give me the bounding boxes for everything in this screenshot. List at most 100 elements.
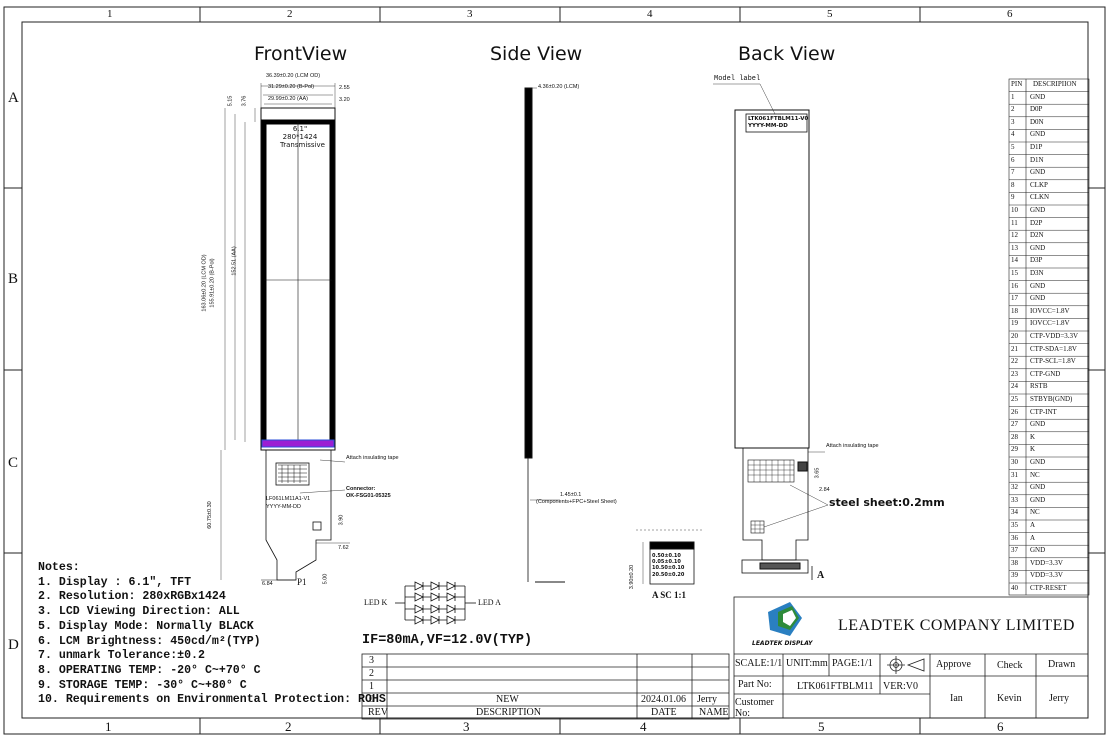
note-9: 9. STORAGE TEMP: -30° C~+80° C xyxy=(38,678,247,692)
pin-description: GND xyxy=(1030,483,1046,492)
pin-number: 16 xyxy=(1011,281,1018,290)
rev-header-rev: REV xyxy=(368,707,388,718)
unit: UNIT:mm xyxy=(786,658,828,669)
pin-description: D1P xyxy=(1030,143,1043,151)
pin-description: K xyxy=(1030,445,1036,454)
version: VER:V0 xyxy=(883,681,918,692)
logo-mark xyxy=(768,602,802,636)
screen-size: 6.1" xyxy=(292,125,308,133)
dim-right-b: 3.20 xyxy=(339,97,350,103)
screen-resolution: 280*1424 xyxy=(282,133,318,141)
pin-number: 10 xyxy=(1011,206,1018,214)
check-name: Kevin xyxy=(997,693,1022,704)
company-name: LEADTEK COMPANY LIMITED xyxy=(838,617,1075,634)
connector-label: Connector: xyxy=(346,486,376,492)
led-a-label: LED A xyxy=(478,598,501,607)
pin-row: 16 GND xyxy=(1009,281,1089,294)
pin-description: GND xyxy=(1030,92,1046,101)
pin-description: A xyxy=(1030,533,1036,542)
section-dim-2: 0.05±0.10 xyxy=(652,559,681,566)
pin-description: CLKP xyxy=(1030,180,1048,189)
pin-description: K xyxy=(1030,432,1036,441)
front-view-outline xyxy=(220,83,350,581)
pin-description: GND xyxy=(1030,168,1046,177)
pin-number: 14 xyxy=(1011,256,1018,265)
screen-label: 6.1" 280*1424 Transmissive xyxy=(280,125,325,149)
section-marker: A xyxy=(817,570,825,581)
pin-description: D0N xyxy=(1030,117,1044,126)
customer-no-label: Customer No: xyxy=(735,697,774,719)
note-7: 7. unmark Tolerance:±0.2 xyxy=(38,649,205,663)
pin-number: 11 xyxy=(1011,218,1018,227)
zone-top-2: 2 xyxy=(287,8,293,20)
pin-description: RSTB xyxy=(1030,382,1048,391)
logo-text: LEADTEK DISPLAY xyxy=(752,640,813,647)
rev-row-2: 2 xyxy=(369,668,374,679)
pin-number: 31 xyxy=(1011,470,1018,479)
model-label-caption: Model label xyxy=(714,75,761,83)
back-attach-label: Attach insulating tape xyxy=(826,443,879,449)
part-no: LTK061FTBLM11 xyxy=(797,681,874,692)
zone-bottom-5: 5 xyxy=(818,719,825,734)
pin-description: D2N xyxy=(1030,231,1044,240)
zone-top-5: 5 xyxy=(827,8,833,20)
pin-number: 8 xyxy=(1011,180,1015,189)
zone-bottom-6: 6 xyxy=(997,719,1004,734)
pin-description: D2P xyxy=(1030,218,1043,227)
part-no-label: Part No: xyxy=(738,679,772,690)
notes-title: Notes: xyxy=(38,561,80,574)
side-thickness: 4.36±0.20 (LCM) xyxy=(538,84,580,90)
front-view-title: FrontView xyxy=(254,43,348,65)
dim-bpol-width: 31.29±0.20 (B-Pol) xyxy=(268,84,315,90)
dim-bpol-height: 155.91±0.20 (B-Pol) xyxy=(209,258,216,308)
pin-number: 26 xyxy=(1011,407,1018,416)
pin-description: CTP-RESET xyxy=(1030,584,1067,592)
revision-table-grid xyxy=(361,653,730,720)
pin-row: 6 D1N xyxy=(1009,155,1089,168)
section-dim-4: 20.50±0.20 xyxy=(652,571,685,578)
pin-number: 33 xyxy=(1011,495,1018,504)
pin-description: GND xyxy=(1030,420,1046,429)
section-height: 3.90±0.20 xyxy=(629,564,636,590)
pin-table-grid xyxy=(1008,78,1090,596)
pin-description: D1N xyxy=(1030,155,1044,164)
rev-header-desc: DESCRIPTION xyxy=(476,707,542,718)
pin-description: CLKN xyxy=(1030,193,1050,202)
pin-description: IOVCC=1.8V xyxy=(1030,306,1070,315)
model-label-part: LTK061FTBLM11-V0 xyxy=(748,116,809,122)
pin-number: 39 xyxy=(1011,571,1018,580)
pin-description: GND xyxy=(1030,130,1046,139)
check-header: Check xyxy=(997,660,1023,671)
pin-description: GND xyxy=(1030,281,1046,290)
pin-number: 24 xyxy=(1011,382,1018,391)
pin-number: 36 xyxy=(1011,533,1018,542)
model-label-date: YYYY-MM-DD xyxy=(748,123,788,129)
pin-description: NC xyxy=(1030,508,1040,517)
rev-date: 2024.01.06 xyxy=(641,694,686,705)
zone-letter-a: A xyxy=(8,90,19,106)
pin-description: NC xyxy=(1030,470,1040,479)
pin-row: 31 NC xyxy=(1009,470,1089,483)
pin-description: CTP-VDD=3.3V xyxy=(1030,332,1079,340)
rev-header-date: DATE xyxy=(651,707,677,718)
pin-number: 22 xyxy=(1011,357,1018,366)
pin-number: 6 xyxy=(1011,155,1015,164)
dim-left-a: 5.15 xyxy=(227,95,234,107)
pin-header-pin: PIN xyxy=(1011,80,1023,88)
pin-number: 35 xyxy=(1011,521,1018,529)
section-dims: 0.50±0.10 0.05±0.10 10.50±0.10 20.50±0.2… xyxy=(652,553,684,578)
pin-number: 25 xyxy=(1011,395,1018,403)
pin-number: 21 xyxy=(1011,344,1018,353)
zone-bottom-4: 4 xyxy=(640,719,647,734)
drawn-header: Drawn xyxy=(1048,659,1076,670)
side-fpc-note: (Components+FPC+Steel Sheet) xyxy=(536,499,617,505)
pin-row: 36 A xyxy=(1009,533,1089,546)
side-fpc-thickness: 1.45±0.1 xyxy=(560,492,582,498)
model-label: LTK061FTBLM11-V0 YYYY-MM-DD xyxy=(748,116,808,130)
